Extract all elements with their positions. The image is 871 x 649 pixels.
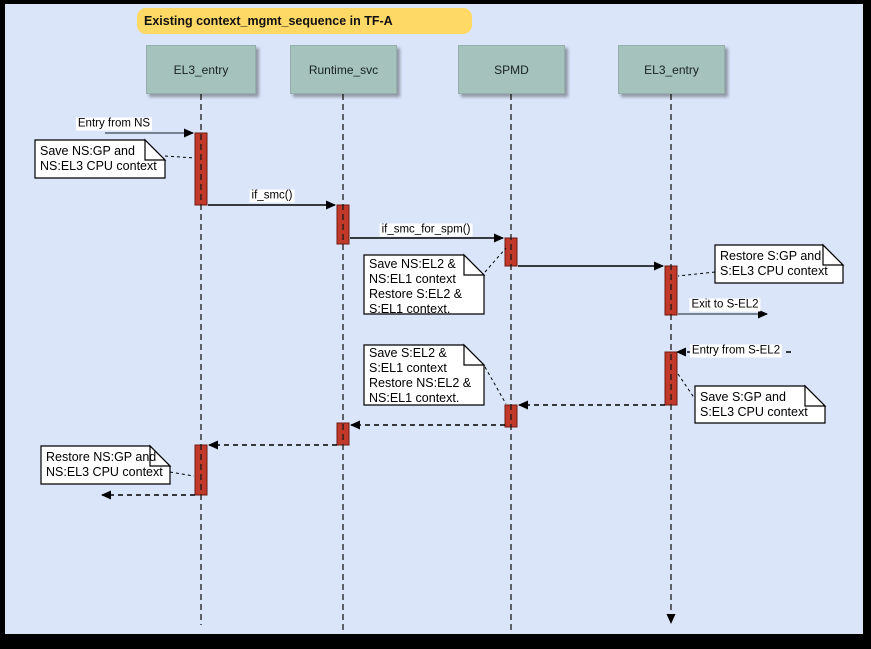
- lifeline-header-el3-entry-2: EL3_entry: [618, 45, 725, 94]
- note-connector: [677, 271, 716, 277]
- diagram-title: Existing context_mgmt_sequence in TF-A: [137, 8, 472, 34]
- message-label-entry-from-s-el2: Entry from S-EL2: [689, 344, 783, 358]
- note-connectors: [164, 155, 716, 477]
- note-shape-save-s-el2: [363, 344, 485, 406]
- note-fold-icon: [804, 384, 827, 407]
- note-fold-icon: [463, 343, 486, 366]
- note-fold-icon: [149, 444, 172, 467]
- note-connector: [484, 247, 507, 273]
- note-connector: [677, 373, 696, 400]
- note-connector: [169, 471, 195, 477]
- note-fold-icon: [822, 243, 845, 266]
- message-label-entry-from-ns: Entry from NS: [75, 117, 153, 131]
- lifeline-label: SPMD: [494, 62, 529, 77]
- note-save-s-el2: Save S:EL2 & S:EL1 context Restore NS:EL…: [369, 346, 472, 405]
- note-restore-ns-gp: Restore NS:GP and NS:EL3 CPU context: [46, 450, 163, 479]
- note-shape-restore-s-gp: [714, 244, 844, 284]
- note-shape-save-s-gp: [694, 385, 826, 424]
- note-save-s-gp: Save S:GP and S:EL3 CPU context: [700, 390, 808, 419]
- note-fold-icon: [463, 253, 486, 276]
- note-shape-save-ns-el2: [363, 254, 485, 315]
- lifeline-label: Runtime_svc: [308, 62, 379, 77]
- message-label-if-smc-for-spm: if_smc_for_spm(): [379, 223, 473, 237]
- lifeline-label: EL3_entry: [173, 62, 229, 77]
- lifeline-label: EL3_entry: [644, 62, 699, 77]
- note-connector: [484, 366, 507, 405]
- lifeline-header-spmd: SPMD: [458, 45, 565, 94]
- lifelines: [200, 94, 676, 633]
- diagram-drawing-layer: [34, 94, 845, 633]
- note-fold-icon: [144, 138, 167, 161]
- lifeline-header-runtime-svc: Runtime_svc: [290, 45, 397, 94]
- note-save-ns-gp: Save NS:GP and NS:EL3 CPU context: [40, 144, 157, 173]
- note-connector: [164, 155, 196, 159]
- lifeline-header-el3-entry-1: EL3_entry: [146, 45, 256, 94]
- note-save-ns-el2: Save NS:EL2 & NS:EL1 context Restore S:E…: [369, 257, 463, 316]
- activation-bar: [504, 237, 518, 267]
- note-shape-save-ns-gp: [34, 139, 166, 179]
- note-shapes: [34, 138, 845, 485]
- note-shape-restore-ns-gp: [40, 445, 171, 485]
- note-restore-s-gp: Restore S:GP and S:EL3 CPU context: [720, 249, 828, 278]
- diagram-canvas: Existing context_mgmt_sequence in TF-A E…: [5, 4, 863, 634]
- message-label-if-smc: if_smc(): [249, 189, 295, 203]
- message-label-exit-to-s-el2: Exit to S-EL2: [689, 298, 761, 312]
